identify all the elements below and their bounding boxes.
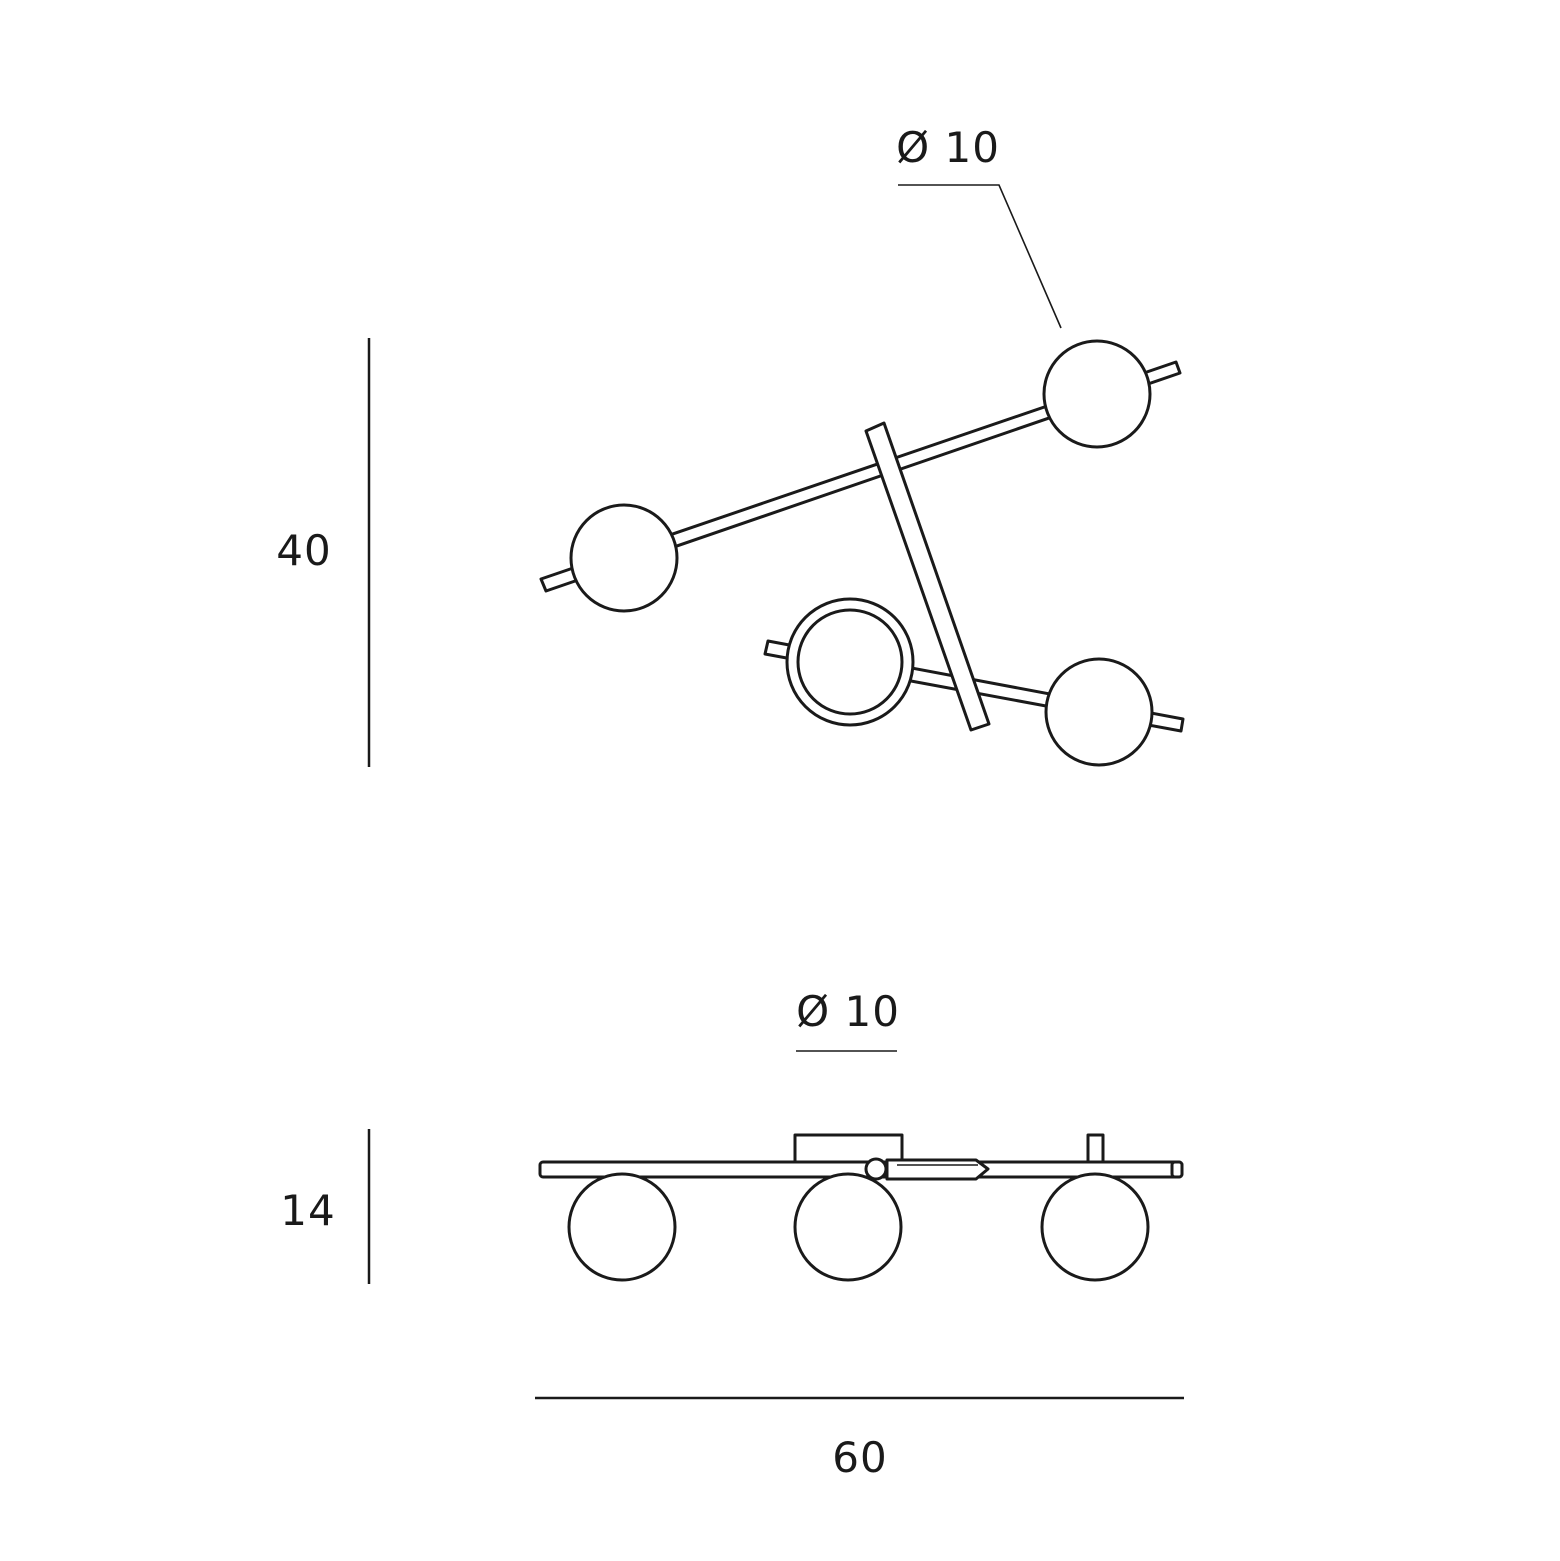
top-view: 40 Ø 10 bbox=[276, 123, 1185, 767]
ceiling-canopy bbox=[793, 1133, 904, 1164]
globe-upper-right bbox=[1042, 339, 1152, 449]
top-view-diameter-leader bbox=[898, 184, 1062, 329]
side-globe-right bbox=[1040, 1172, 1150, 1282]
side-view: Ø 10 14 60 bbox=[280, 987, 1184, 1482]
side-view-width-label: 60 bbox=[832, 1433, 887, 1482]
small-stem bbox=[1086, 1133, 1105, 1165]
bar-end-cap bbox=[1170, 1160, 1184, 1179]
pivot-joint bbox=[864, 1157, 888, 1181]
globe-lower-right bbox=[1044, 657, 1154, 767]
side-view-diameter-label: Ø 10 bbox=[796, 987, 900, 1036]
top-view-diameter-label: Ø 10 bbox=[896, 123, 1000, 172]
top-view-height-label: 40 bbox=[276, 526, 331, 575]
diagonal-crossbar bbox=[864, 421, 991, 732]
globe-lower-left bbox=[796, 608, 904, 716]
side-crossbar bbox=[885, 1158, 990, 1181]
side-globe-center bbox=[793, 1172, 903, 1282]
globe-upper-left bbox=[569, 503, 679, 613]
side-view-height-label: 14 bbox=[280, 1186, 335, 1235]
side-globe-left bbox=[567, 1172, 677, 1282]
upper-arm bbox=[539, 360, 1182, 593]
